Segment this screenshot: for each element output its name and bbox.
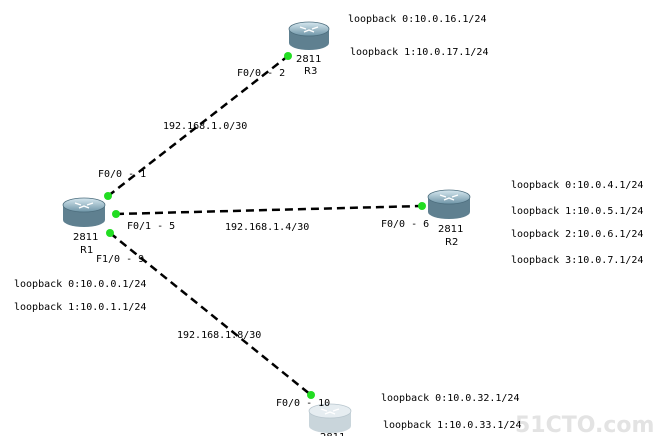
port-dot-r1-f00[interactable]: [104, 192, 112, 200]
port-dot-r4-f00[interactable]: [307, 391, 315, 399]
loopback-r2-3: loopback 3:10.0.7.1/24: [511, 255, 643, 266]
subnet-label-r1-r2: 192.168.1.4/30: [225, 222, 309, 233]
link-r1-r4[interactable]: [109, 232, 312, 396]
port-label-r4-f00: F0/0 - 10: [276, 398, 330, 409]
port-dot-r1-f01[interactable]: [112, 210, 120, 218]
router-r1-name: R1: [80, 245, 93, 256]
link-r1-r2[interactable]: [115, 204, 423, 216]
port-label-r1-f10: F1/0 - 9: [96, 254, 144, 265]
subnet-label-r1-r3: 192.168.1.0/30: [163, 121, 247, 132]
subnet-label-r1-r4: 192.168.1.8/30: [177, 330, 261, 341]
loopback-r3-1: loopback 1:10.0.17.1/24: [350, 47, 488, 58]
loopback-r2-1: loopback 1:10.0.5.1/24: [511, 206, 643, 217]
port-dot-r1-f10[interactable]: [106, 229, 114, 237]
router-r3-name: R3: [304, 66, 317, 77]
router-r3-icon[interactable]: [288, 21, 330, 50]
loopback-r3-0: loopback 0:10.0.16.1/24: [348, 14, 486, 25]
port-label-r3-f00: F0/0 - 2: [237, 68, 285, 79]
port-label-r2-f00: F0/0 - 6: [381, 219, 429, 230]
port-label-r1-f01: F0/1 - 5: [127, 221, 175, 232]
port-dot-r3-f00[interactable]: [284, 52, 292, 60]
loopback-r1-1: loopback 1:10.0.1.1/24: [14, 302, 146, 313]
watermark: 51CTO.com: [515, 413, 654, 436]
loopback-r4-0: loopback 0:10.0.32.1/24: [381, 393, 519, 404]
router-r4-icon[interactable]: [308, 403, 352, 433]
router-r2-name: R2: [445, 237, 458, 248]
router-r4-model: 2811: [320, 432, 345, 436]
loopback-r4-1: loopback 1:10.0.33.1/24: [383, 420, 521, 431]
loopback-r1-0: loopback 0:10.0.0.1/24: [14, 279, 146, 290]
loopback-r2-2: loopback 2:10.0.6.1/24: [511, 229, 643, 240]
port-label-r1-f00: F0/0 - 1: [98, 169, 146, 180]
router-r1-icon[interactable]: [62, 197, 106, 227]
router-r1-model: 2811: [73, 232, 98, 243]
router-r3-model: 2811: [296, 54, 321, 65]
port-dot-r2-f00[interactable]: [418, 202, 426, 210]
loopback-r2-0: loopback 0:10.0.4.1/24: [511, 180, 643, 191]
router-r2-model: 2811: [438, 224, 463, 235]
router-r2-icon[interactable]: [427, 189, 471, 219]
